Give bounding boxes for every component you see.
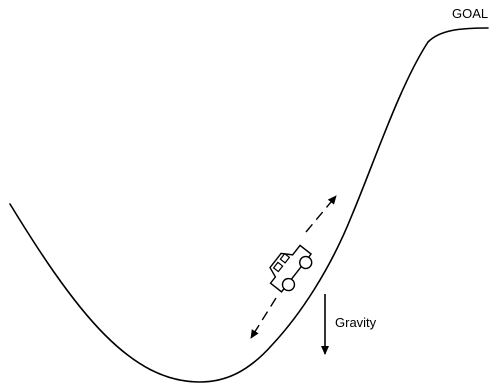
gravity-label: Gravity [335, 315, 377, 330]
car-icon [269, 244, 313, 293]
double-arrow-icon [250, 195, 337, 339]
goal-label: GOAL [452, 6, 488, 21]
terrain-curve [9, 27, 489, 383]
